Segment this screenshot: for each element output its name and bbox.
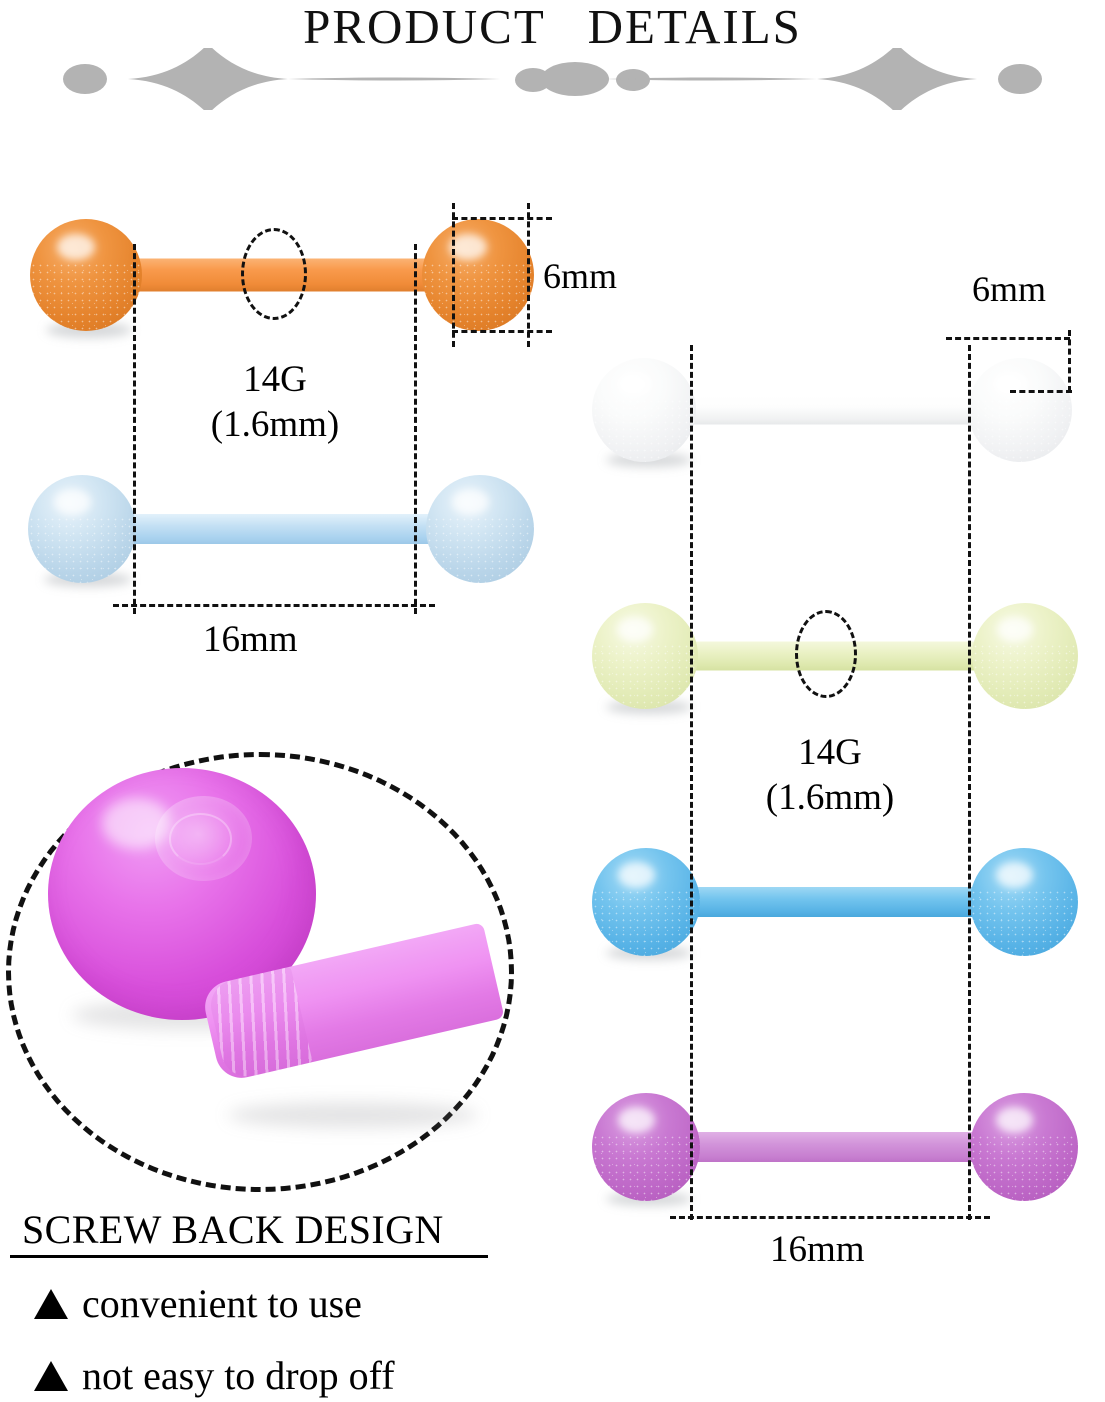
right-gauge-label: 14G (1.6mm) — [765, 732, 895, 819]
purple-barbell-ball-left — [592, 1093, 700, 1201]
right-16mm-guide-left — [690, 345, 693, 1220]
screw-back-feature-1-label: convenient to use — [82, 1281, 362, 1326]
left-length-label: 16mm — [203, 619, 298, 660]
glitter-texture — [422, 261, 534, 331]
glitter-texture — [592, 397, 696, 462]
left-6mm-guide-right — [527, 203, 530, 347]
glitter-texture — [592, 1134, 700, 1201]
orange-barbell-ball-right — [422, 219, 534, 331]
blue-barbell-ball-right — [970, 848, 1078, 956]
purple-barbell-ball-right — [970, 1093, 1078, 1201]
light-blue-barbell-bar — [130, 514, 442, 544]
left-gauge-label: 14G (1.6mm) — [210, 359, 340, 446]
left-16mm-guide-left — [133, 244, 136, 614]
left-6mm-top-line — [452, 217, 552, 220]
glitter-texture — [968, 397, 1072, 462]
blue-barbell-ball-left — [592, 848, 700, 956]
ornamental-divider-icon — [0, 44, 1105, 114]
triangle-bullet-icon — [34, 1360, 68, 1391]
white-barbell — [592, 355, 1072, 465]
page-title: PRODUCT DETAILS — [303, 0, 802, 54]
white-barbell-ball-left — [592, 358, 696, 462]
right-length-label: 16mm — [770, 1229, 865, 1270]
detail-shaft-shadow — [228, 1102, 478, 1128]
right-6mm-line — [946, 337, 1070, 340]
orange-barbell-ball-left — [30, 219, 142, 331]
white-barbell-bar — [690, 395, 986, 425]
left-6mm-bottom-line — [452, 330, 552, 333]
right-ball-diameter-label: 6mm — [972, 269, 1047, 309]
right-6mm-right-cap — [1010, 390, 1072, 393]
glitter-texture — [592, 643, 698, 709]
right-16mm-dimension-line — [670, 1216, 990, 1219]
glitter-texture — [592, 889, 700, 956]
triangle-bullet-icon — [34, 1288, 68, 1319]
left-ball-diameter-label: 6mm — [543, 256, 618, 296]
purple-barbell — [592, 1090, 1078, 1204]
glitter-texture — [972, 643, 1078, 709]
right-6mm-guide-right — [1068, 330, 1071, 392]
screw-back-title-underline — [10, 1255, 488, 1258]
screw-threads — [205, 966, 313, 1082]
screw-back-feature-1: convenient to use — [34, 1280, 362, 1327]
glitter-texture — [30, 261, 142, 331]
left-16mm-guide-right — [414, 244, 417, 614]
light-blue-barbell-ball-right — [426, 475, 534, 583]
yellow-bar-thread-marker — [795, 610, 857, 698]
threaded-socket-dimple — [155, 795, 252, 882]
white-barbell-ball-right — [968, 358, 1072, 462]
purple-barbell-bar — [690, 1132, 990, 1162]
glitter-texture — [426, 516, 534, 583]
screw-back-ball-magnified — [48, 768, 316, 1020]
glow-yellow-barbell-ball-left — [592, 603, 698, 709]
light-blue-barbell — [28, 472, 538, 586]
left-16mm-dimension-line — [113, 604, 435, 607]
screw-back-feature-2: not easy to drop off — [34, 1352, 395, 1399]
glitter-texture — [970, 1134, 1078, 1201]
screw-back-design-title: SCREW BACK DESIGN — [22, 1207, 444, 1252]
ball-highlight — [101, 798, 172, 849]
blue-barbell — [592, 845, 1078, 959]
blue-barbell-bar — [690, 887, 990, 917]
orange-bar-thread-marker — [241, 228, 307, 320]
screw-back-feature-2-label: not easy to drop off — [82, 1353, 395, 1398]
right-16mm-guide-right — [968, 345, 971, 1220]
glitter-texture — [970, 889, 1078, 956]
light-blue-barbell-ball-left — [28, 475, 136, 583]
glitter-texture — [28, 516, 136, 583]
left-6mm-guide-left — [452, 203, 455, 347]
glow-yellow-barbell-ball-right — [972, 603, 1078, 709]
screw-back-detail-outline — [6, 752, 514, 1192]
